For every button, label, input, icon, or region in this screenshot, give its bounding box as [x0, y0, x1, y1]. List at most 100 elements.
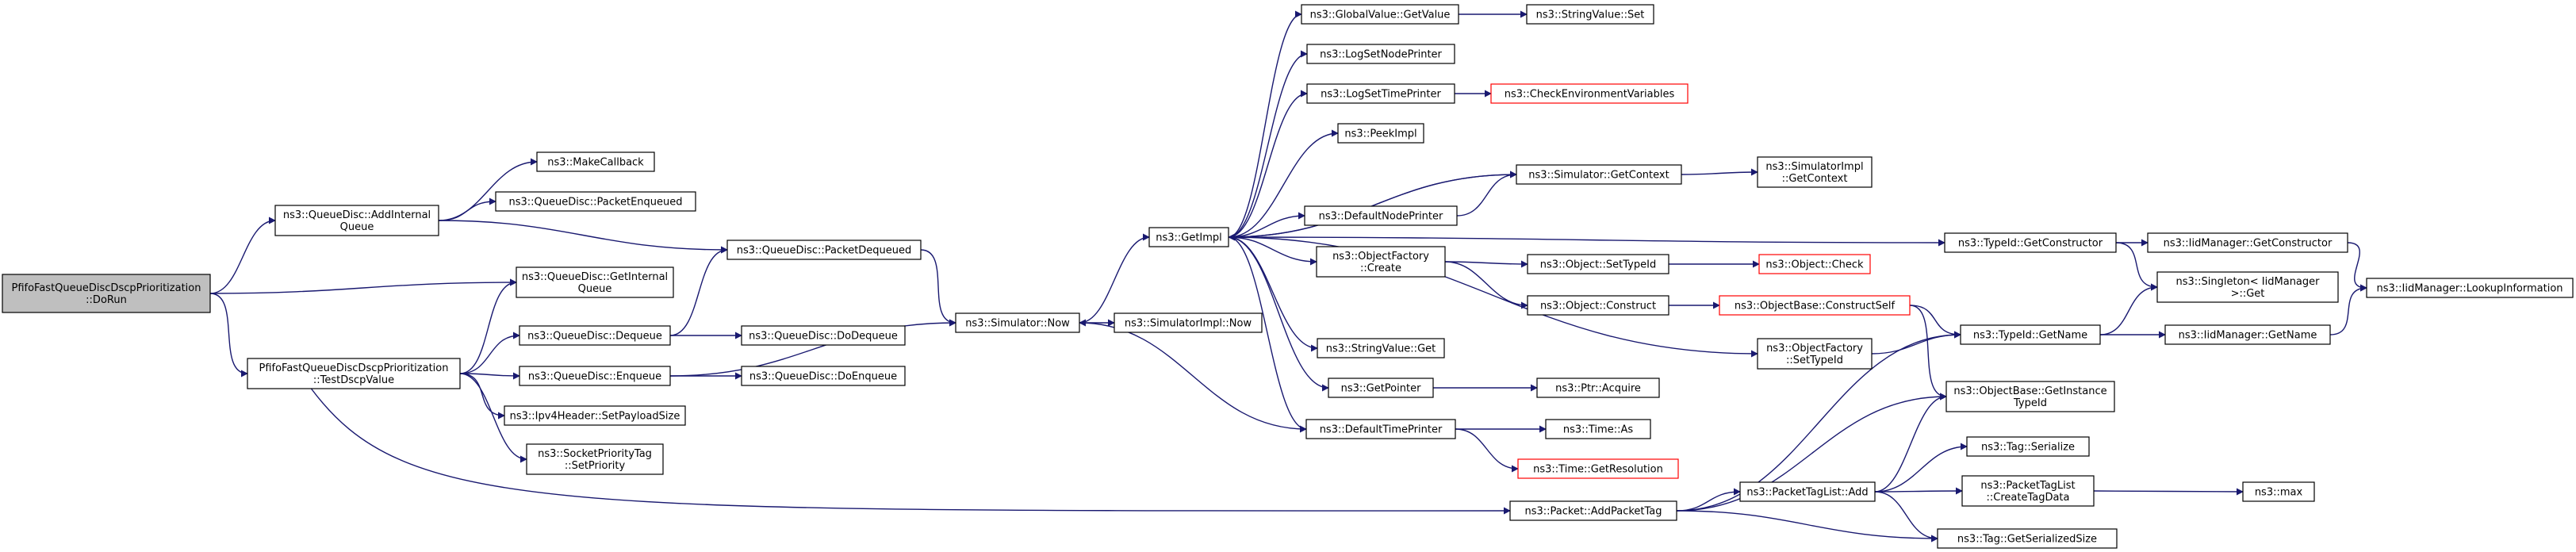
node-box-ptrAcquire [1536, 378, 1660, 398]
node-simGetContext[interactable]: ns3::Simulator::GetContext [1516, 164, 1682, 185]
node-stringValueSet[interactable]: ns3::StringValue::Set [1526, 4, 1654, 25]
node-dequeue[interactable]: ns3::QueueDisc::Dequeue [519, 325, 671, 346]
node-tagGetSerSize[interactable]: ns3::Tag::GetSerializedSize [1937, 528, 2118, 549]
edge-testDscp-to-dequeue [459, 332, 520, 374]
node-label-addInternal-0: ns3::QueueDisc::AddInternal [283, 209, 431, 221]
node-box-typeIdGetConstructor [1944, 232, 2117, 253]
node-label-simNow-0: ns3::Simulator::Now [965, 318, 1070, 330]
edge-getImpl-to-typeIdGetConstructor [1228, 236, 1945, 247]
node-nsMax[interactable]: ns3::max [2242, 481, 2315, 502]
node-label-typeIdGetConstructor-0: ns3::TypeId::GetConstructor [1958, 238, 2103, 250]
node-box-enqueue [519, 366, 671, 386]
node-tagListAdd[interactable]: ns3::PacketTagList::Add [1739, 481, 1876, 502]
node-tagSerialize[interactable]: ns3::Tag::Serialize [1966, 436, 2090, 457]
node-simNow[interactable]: ns3::Simulator::Now [955, 312, 1080, 333]
node-root[interactable]: PfifoFastQueueDiscDscpPrioritization::Do… [2, 274, 211, 313]
node-makeCallback[interactable]: ns3::MakeCallback [536, 151, 655, 172]
edge-iidGetConstructor-to-iidLookup [2347, 242, 2367, 292]
node-logSetTime[interactable]: ns3::LogSetTimePrinter [1306, 83, 1455, 104]
node-label-timeAs-0: ns3::Time::As [1563, 424, 1634, 436]
edge-testDscp-to-enqueue [459, 372, 520, 380]
edge-root-to-addInternal [209, 217, 276, 294]
edge-packetDequeued-to-simNow [920, 249, 956, 327]
node-logSetNode[interactable]: ns3::LogSetNodePrinter [1306, 44, 1455, 64]
node-constructSelf[interactable]: ns3::ObjectBase::ConstructSelf [1719, 295, 1911, 316]
node-box-tagGetSerSize [1937, 528, 2118, 549]
node-objFactorySetTypeId[interactable]: ns3::ObjectFactory::SetTypeId [1757, 338, 1873, 370]
node-iidGetConstructor[interactable]: ns3::IidManager::GetConstructor [2147, 232, 2348, 253]
node-ptrAcquire[interactable]: ns3::Ptr::Acquire [1536, 378, 1660, 398]
node-box-getInternalQueue [516, 266, 674, 298]
node-objCheck[interactable]: ns3::Object::Check [1758, 254, 1871, 274]
node-label-simImplNow-0: ns3::SimulatorImpl::Now [1125, 318, 1252, 330]
edge-constructSelf-to-getInstanceTypeId [1909, 305, 1947, 401]
node-label-checkEnv-0: ns3::CheckEnvironmentVariables [1505, 89, 1675, 101]
node-box-simImplGetContext [1757, 156, 1873, 188]
node-packetDequeued[interactable]: ns3::QueueDisc::PacketDequeued [726, 240, 922, 260]
node-simImplGetContext[interactable]: ns3::SimulatorImpl::GetContext [1757, 156, 1873, 188]
node-label-makeCallback-0: ns3::MakeCallback [547, 157, 644, 169]
edge-getImpl-to-peekImpl [1228, 129, 1339, 238]
edge-typeIdGetName-to-singletonGet [2099, 283, 2158, 335]
node-box-packetAddTag [1509, 500, 1677, 521]
node-packetEnqueued[interactable]: ns3::QueueDisc::PacketEnqueued [495, 191, 696, 212]
node-enqueue[interactable]: ns3::QueueDisc::Enqueue [519, 366, 671, 386]
node-box-objSetTypeId [1527, 254, 1669, 274]
node-objConstruct[interactable]: ns3::Object::Construct [1527, 295, 1669, 316]
node-ipv4[interactable]: ns3::Ipv4Header::SetPayloadSize [504, 405, 686, 426]
node-label-doDequeue-0: ns3::QueueDisc::DoDequeue [749, 331, 898, 343]
node-defaultNodePrinter[interactable]: ns3::DefaultNodePrinter [1304, 205, 1458, 226]
node-stringValueGet[interactable]: ns3::StringValue::Get [1317, 338, 1445, 358]
node-label-iidLookup-0: ns3::IidManager::LookupInformation [2376, 283, 2563, 295]
node-label-objFactorySetTypeId-0: ns3::ObjectFactory [1766, 343, 1863, 355]
node-typeIdGetConstructor[interactable]: ns3::TypeId::GetConstructor [1944, 232, 2117, 253]
node-socketPrio[interactable]: ns3::SocketPriorityTag::SetPriority [526, 443, 664, 475]
node-box-typeIdGetName [1960, 324, 2101, 345]
node-box-tagSerialize [1966, 436, 2090, 457]
node-objFactoryCreate[interactable]: ns3::ObjectFactory::Create [1316, 246, 1446, 278]
node-doEnqueue[interactable]: ns3::QueueDisc::DoEnqueue [741, 366, 906, 386]
node-box-stringValueGet [1317, 338, 1445, 358]
edge-root-to-testDscp [209, 293, 248, 378]
node-singletonGet[interactable]: ns3::Singleton< IidManager>::Get [2156, 271, 2339, 303]
node-typeIdGetName[interactable]: ns3::TypeId::GetName [1960, 324, 2101, 345]
node-timeGetRes[interactable]: ns3::Time::GetResolution [1517, 458, 1679, 479]
edge-iidGetName-to-iidLookup [2329, 284, 2367, 335]
edge-testDscp-to-ipv4 [459, 373, 505, 420]
node-label-objFactorySetTypeId-1: ::SetTypeId [1786, 355, 1843, 366]
node-label-ptrAcquire-0: ns3::Ptr::Acquire [1555, 383, 1641, 395]
edge-testDscp-to-socketPrio [459, 373, 527, 463]
node-box-logSetTime [1306, 83, 1455, 104]
edge-testDscp-to-packetAddTag [310, 388, 1511, 515]
node-label-defaultTimePrinter-0: ns3::DefaultTimePrinter [1320, 424, 1443, 436]
node-label-logSetNode-0: ns3::LogSetNodePrinter [1320, 49, 1442, 61]
node-testDscp[interactable]: PfifoFastQueueDiscDscpPrioritization::Te… [247, 358, 461, 389]
node-timeAs[interactable]: ns3::Time::As [1545, 419, 1651, 439]
node-peekImpl[interactable]: ns3::PeekImpl [1337, 123, 1424, 144]
node-box-doEnqueue [741, 366, 906, 386]
node-defaultTimePrinter[interactable]: ns3::DefaultTimePrinter [1305, 419, 1456, 439]
node-objSetTypeId[interactable]: ns3::Object::SetTypeId [1527, 254, 1669, 274]
node-globalGetValue[interactable]: ns3::GlobalValue::GetValue [1301, 4, 1459, 25]
node-label-constructSelf-0: ns3::ObjectBase::ConstructSelf [1735, 301, 1896, 312]
node-checkEnv[interactable]: ns3::CheckEnvironmentVariables [1490, 83, 1689, 104]
node-box-socketPrio [526, 443, 664, 475]
edge-enqueue-to-simNow [669, 319, 956, 377]
node-doDequeue[interactable]: ns3::QueueDisc::DoDequeue [741, 325, 906, 346]
node-packetAddTag[interactable]: ns3::Packet::AddPacketTag [1509, 500, 1677, 521]
node-getPointer[interactable]: ns3::GetPointer [1328, 378, 1434, 398]
node-label-root-0: PfifoFastQueueDiscDscpPrioritization [12, 282, 201, 294]
node-iidGetName[interactable]: ns3::IidManager::GetName [2164, 324, 2331, 345]
edge-defaultNodePrinter-to-simGetContext [1456, 171, 1517, 217]
edge-tagListAdd-to-tagGetSerSize [1874, 491, 1938, 542]
node-iidLookup[interactable]: ns3::IidManager::LookupInformation [2366, 278, 2574, 298]
node-box-dequeue [519, 325, 671, 346]
node-label-root-1: ::DoRun [86, 294, 127, 306]
node-box-getInstanceTypeId [1945, 381, 2115, 412]
node-simImplNow[interactable]: ns3::SimulatorImpl::Now [1114, 312, 1263, 333]
node-createTagData[interactable]: ns3::PacketTagList::CreateTagData [1961, 475, 2095, 507]
node-getImpl[interactable]: ns3::GetImpl [1148, 227, 1229, 247]
